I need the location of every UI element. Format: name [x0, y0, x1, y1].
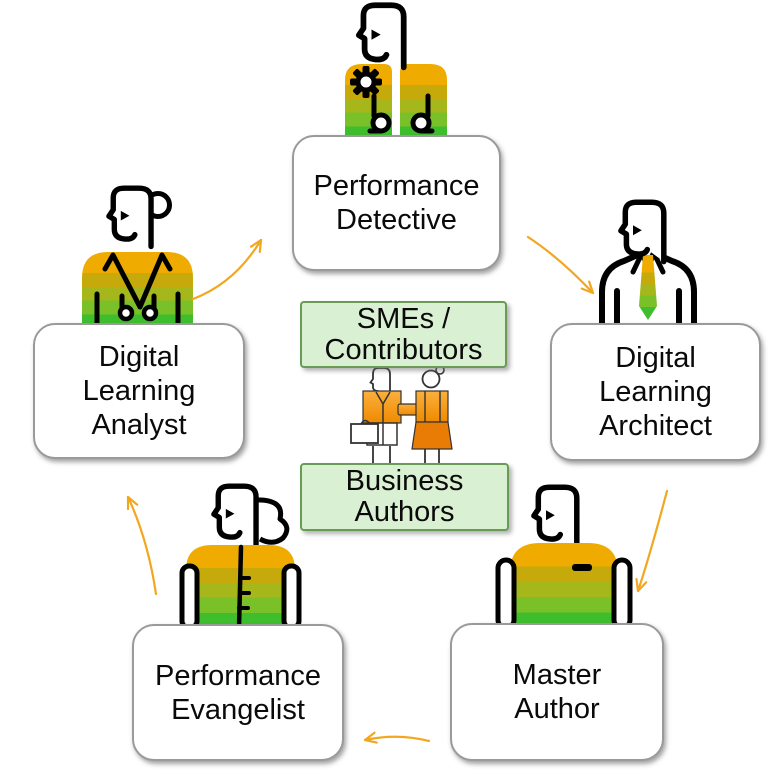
center-box-line: SMEs / [356, 302, 451, 335]
center-box-line: Business [345, 465, 464, 497]
architect-head [621, 202, 664, 261]
digital-learning-architect-figure [599, 202, 697, 333]
role-label-line: Performance [154, 659, 321, 692]
hair [251, 497, 290, 545]
briefcase [350, 423, 379, 444]
role-label-line: Performance [313, 170, 480, 202]
gradient-tie [639, 255, 657, 320]
arrow-evangelist-to-analyst [126, 495, 158, 596]
detective-head [359, 5, 404, 67]
master-author-figure [495, 487, 633, 631]
handshake-people-icon [350, 365, 453, 469]
center-box-smes-contributors: SMEs / Contributors [300, 301, 507, 368]
center-box-line: Contributors [324, 333, 483, 366]
performance-evangelist-figure [179, 486, 302, 631]
role-box-master-author: Master Author [450, 623, 664, 761]
role-label-line: Evangelist [171, 693, 305, 726]
role-label-line: Analyst [91, 409, 187, 441]
magnifier-icon [410, 93, 435, 134]
digital-learning-analyst-figure [82, 188, 193, 333]
master-author-head [534, 487, 577, 546]
role-label-line: Digital [98, 341, 180, 373]
role-box-performance-detective: Performance Detective [292, 135, 501, 271]
role-box-performance-evangelist: Performance Evangelist [132, 624, 344, 761]
arrow-architect-to-master [635, 489, 669, 593]
shirt-pocket [572, 564, 592, 571]
magnifier-icon [367, 93, 392, 134]
role-label-line: Detective [336, 204, 457, 236]
torso [510, 543, 618, 630]
torso [82, 252, 193, 330]
arrow-analyst-to-detective [191, 238, 263, 301]
role-box-digital-learning-architect: Digital Learning Architect [550, 323, 761, 461]
gear-icon [350, 66, 382, 98]
center-box-business-authors: Business Authors [300, 463, 509, 531]
center-box-line: Authors [354, 496, 455, 528]
role-label-line: Architect [599, 410, 712, 442]
role-label-line: Digital [615, 342, 696, 374]
role-label-line: Learning [599, 376, 712, 408]
role-label-line: Learning [82, 375, 196, 407]
analyst-head [109, 188, 151, 246]
evangelist-head [214, 486, 256, 544]
jacket-lapels [102, 252, 173, 310]
role-label-line: Author [514, 693, 600, 725]
role-box-digital-learning-analyst: Digital Learning Analyst [33, 323, 245, 459]
performance-detective-figure [345, 5, 447, 142]
arrow-detective-to-architect [526, 235, 595, 295]
role-label-line: Master [512, 659, 602, 691]
arrow-master-to-evangelist [363, 731, 431, 744]
